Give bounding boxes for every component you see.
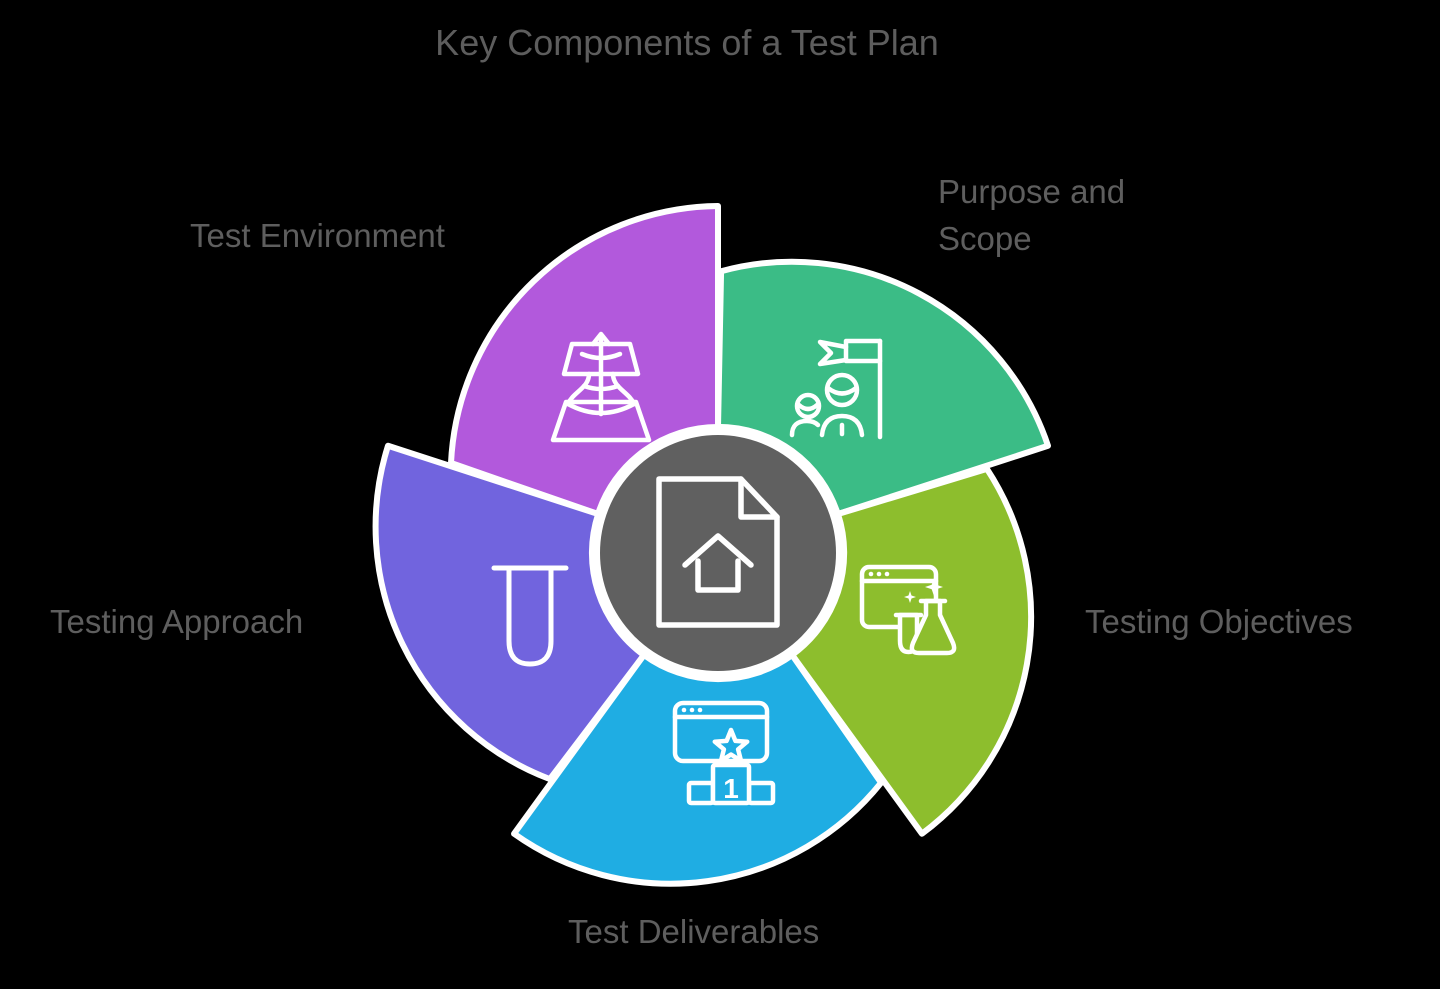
document-home-icon	[656, 476, 780, 628]
star-icon	[712, 727, 750, 764]
podium-number: 1	[723, 773, 739, 804]
segment-label-purpose-and-scope: Purpose and Scope	[938, 173, 1126, 257]
sparkle-icon	[925, 578, 943, 596]
test-tube-icon	[491, 565, 569, 667]
petal-test-deliverables	[511, 651, 885, 887]
segment-label-test-environment: Test Environment	[190, 217, 445, 254]
page-title: Key Components of a Test Plan	[435, 22, 939, 63]
segment-label-test-deliverables: Test Deliverables	[568, 913, 820, 950]
browser-flask-icon	[859, 564, 957, 656]
petal-test-environment	[448, 203, 721, 517]
layers-arrow-icon	[550, 331, 652, 443]
segment-label-testing-objectives: Testing Objectives	[1085, 603, 1353, 640]
team-flag-icon	[789, 338, 883, 440]
petal-purpose-and-scope	[715, 258, 1052, 518]
sparkle-icon	[904, 591, 916, 603]
browser-star-podium-icon: 1	[672, 700, 776, 806]
center-circle	[594, 429, 842, 677]
segment-label-testing-approach: Testing Approach	[50, 603, 304, 640]
